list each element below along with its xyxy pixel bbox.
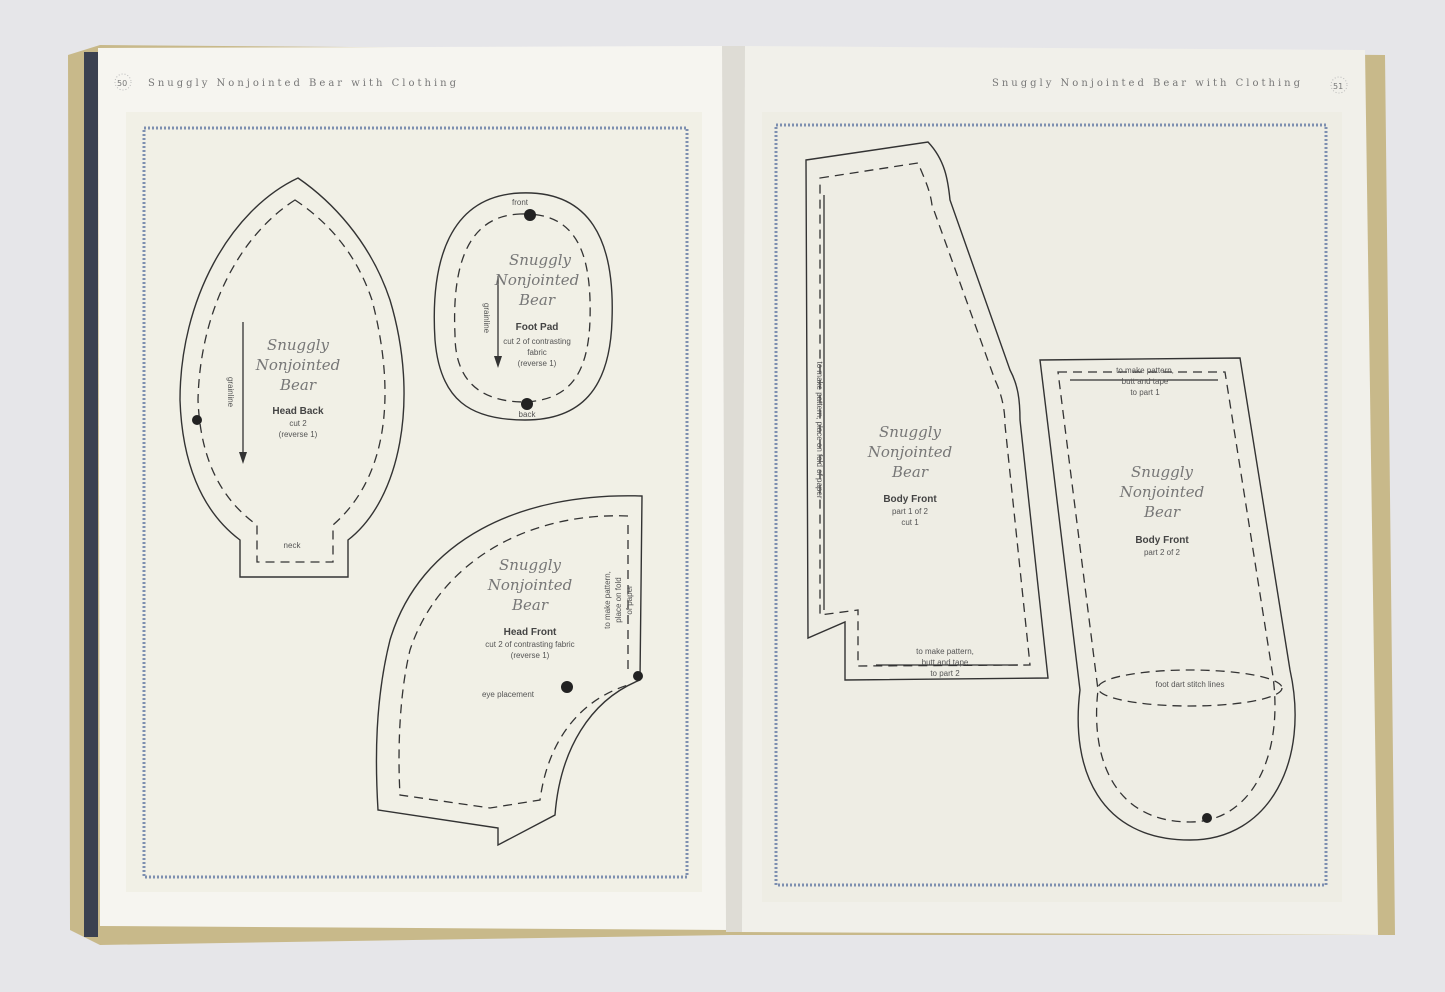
page-number-ornament-left [114, 73, 132, 91]
pattern-label: front [512, 198, 529, 207]
pattern-label: of paper [625, 585, 634, 615]
pattern-label: Body Front [1135, 535, 1189, 546]
pattern-label: cut 2 [289, 419, 307, 428]
pattern-label: Head Front [504, 627, 557, 638]
pattern-label: butt and tape [1122, 377, 1169, 386]
pattern-label: neck [284, 541, 302, 550]
pattern-foot-pad: front back grainline Snuggly Nonjointed … [433, 192, 613, 421]
pattern-label: Snuggly [1131, 463, 1194, 481]
page-number-right: 51 [1333, 82, 1343, 91]
pattern-label: to make pattern, [1116, 366, 1174, 375]
pattern-label: to make pattern, [603, 571, 612, 629]
pattern-label: Nonjointed [1119, 483, 1204, 501]
pattern-label: Bear [891, 463, 929, 481]
pattern-label: Foot Pad [516, 322, 559, 333]
pattern-label: Nonjointed [494, 271, 579, 289]
pattern-label: grainline [482, 303, 491, 334]
pattern-label: Nonjointed [867, 443, 952, 461]
pattern-panel-left [126, 112, 702, 892]
pattern-label: back [519, 410, 537, 419]
pattern-label: Snuggly [499, 556, 562, 574]
pattern-label: Body Front [883, 494, 937, 505]
pattern-label: part 1 of 2 [892, 507, 929, 516]
pattern-body-front-part1: to make pattern, place on fold of paper … [805, 141, 1049, 681]
pattern-label: Head Back [272, 406, 324, 417]
pattern-head-front: eye placement to make pattern, place on … [375, 495, 643, 847]
pattern-label: Snuggly [879, 423, 942, 441]
pattern-label: fabric [527, 348, 547, 357]
page-number-left: 50 [117, 79, 127, 88]
pattern-label: foot dart stitch lines [1156, 680, 1225, 689]
pattern-label: to make pattern, [916, 647, 974, 656]
pattern-label: cut 2 of contrasting fabric [485, 640, 574, 649]
pattern-head-back: grainline Snuggly Nonjointed Bear Head B… [179, 177, 405, 578]
pattern-label: to part 1 [1130, 388, 1160, 397]
pattern-label: place on fold [614, 577, 623, 622]
pattern-label: Snuggly [267, 336, 330, 354]
gutter-shadow [722, 46, 745, 932]
book-spine-edge [84, 52, 98, 937]
dashed-frame-right [774, 123, 1328, 887]
running-header-right: Snuggly Nonjointed Bear with Clothing [992, 78, 1303, 89]
pattern-label: (reverse 1) [518, 359, 557, 368]
pattern-label: grainline [226, 377, 235, 408]
pattern-label: part 2 of 2 [1144, 548, 1181, 557]
pattern-label: Nonjointed [487, 576, 572, 594]
pattern-label: (reverse 1) [511, 651, 550, 660]
pattern-label: Bear [1143, 503, 1181, 521]
page-number-ornament-right [1330, 76, 1348, 94]
pattern-label: cut 2 of contrasting [503, 337, 571, 346]
pattern-label: Bear [518, 291, 556, 309]
running-header-left: Snuggly Nonjointed Bear with Clothing [148, 78, 459, 89]
pattern-label: to make pattern, place on fold of paper [815, 362, 824, 499]
pattern-label: butt and tape [922, 658, 969, 667]
pattern-label: Bear [279, 376, 317, 394]
pattern-label: Nonjointed [255, 356, 340, 374]
pattern-body-front-part2: to make pattern, butt and tape to part 1… [1039, 357, 1296, 841]
pattern-label: Bear [511, 596, 549, 614]
pattern-label: cut 1 [901, 518, 919, 527]
pattern-label: to part 2 [930, 669, 960, 678]
dashed-frame-left [142, 126, 689, 879]
pattern-label: (reverse 1) [279, 430, 318, 439]
pattern-panel-right [762, 112, 1342, 902]
pattern-label: Snuggly [509, 251, 572, 269]
pattern-label: eye placement [482, 690, 535, 699]
